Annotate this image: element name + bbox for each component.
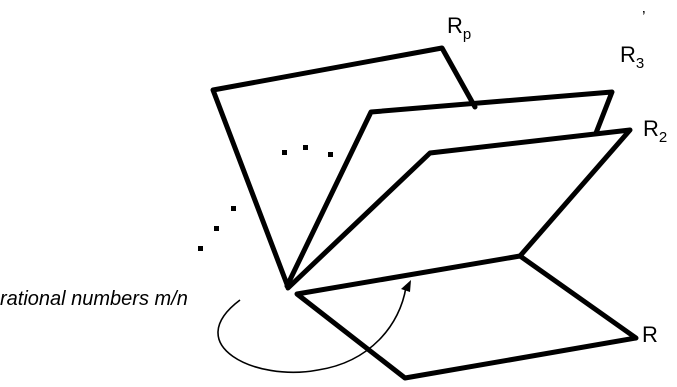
curved-arrow — [217, 286, 407, 374]
label-r: R — [642, 324, 658, 346]
label-r3-base: R — [620, 42, 636, 67]
label-r-base: R — [642, 322, 658, 347]
ellipsis-dot — [328, 152, 333, 157]
label-r2: R2 — [643, 116, 668, 146]
ellipsis-dot — [231, 206, 236, 211]
label-r3: R3 — [620, 42, 645, 72]
ellipsis-dot — [282, 150, 287, 155]
label-rp-base: R — [447, 13, 463, 38]
page-rp — [210, 45, 478, 290]
label-r2-base: R — [643, 116, 659, 141]
ellipsis-dot — [214, 226, 219, 231]
label-rp-sub: p — [462, 26, 472, 43]
label-r3-sub: 3 — [635, 55, 645, 72]
caption-rational-numbers: rational numbers m/n — [0, 288, 188, 310]
arrow-head — [401, 280, 411, 292]
label-r3-mark: ’ — [642, 9, 646, 26]
label-rp: Rp — [447, 13, 472, 43]
ellipsis-dot — [198, 246, 203, 251]
page-r2 — [285, 127, 633, 291]
page-r3 — [284, 89, 615, 289]
label-r2-sub: 2 — [658, 129, 668, 146]
ellipsis-dot — [303, 145, 308, 150]
page-r — [294, 253, 639, 381]
